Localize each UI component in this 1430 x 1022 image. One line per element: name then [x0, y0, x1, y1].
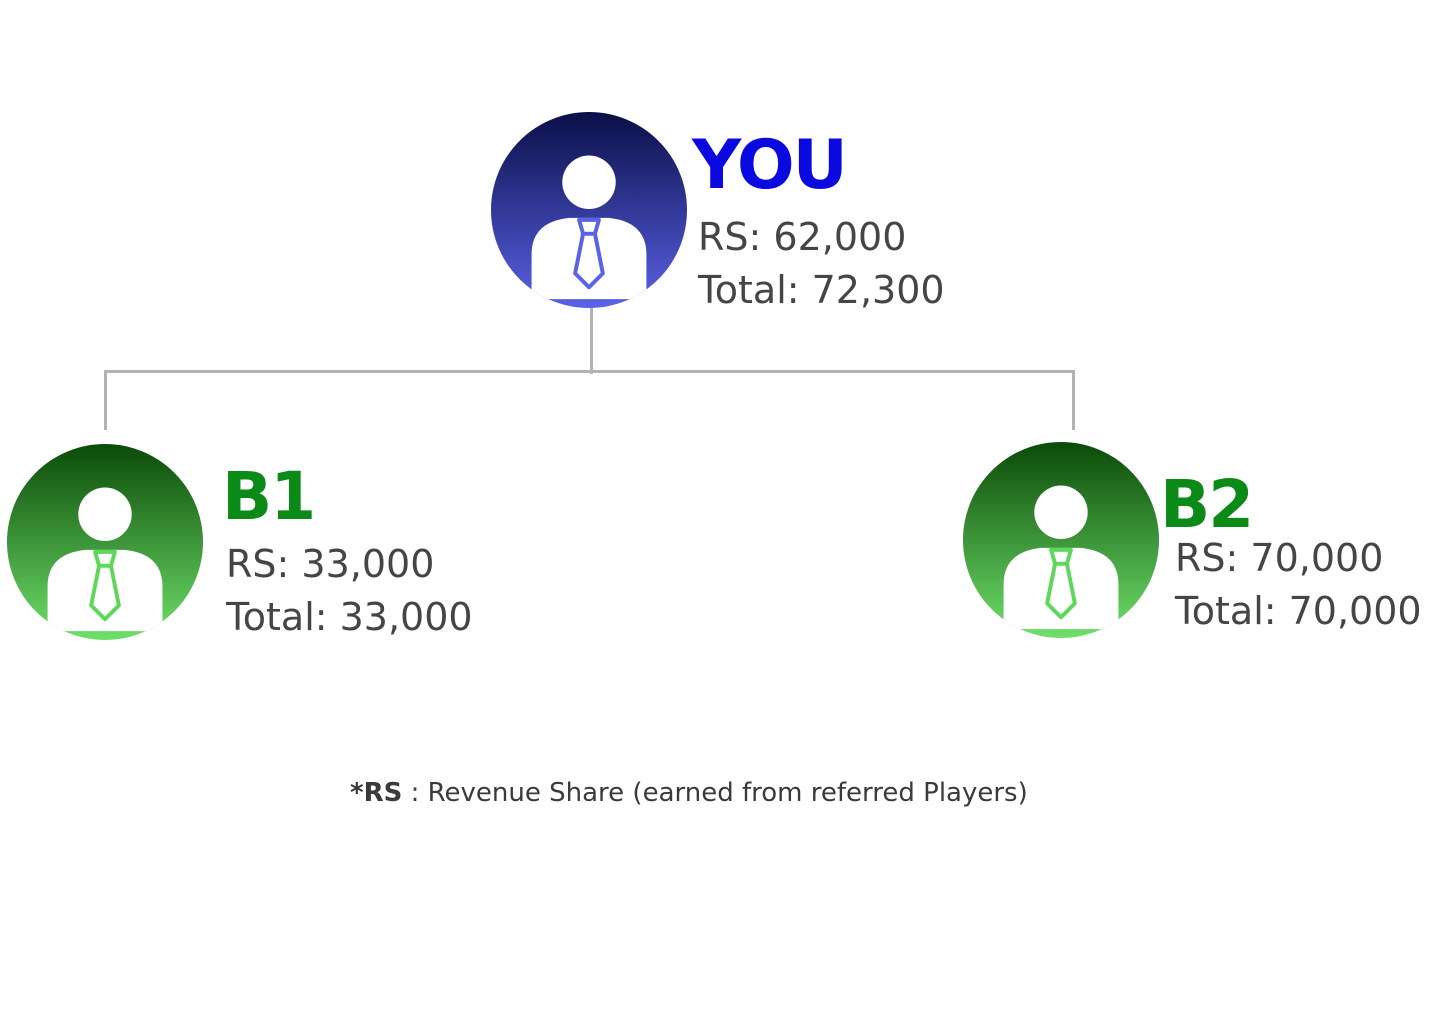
footnote-star: *: [350, 778, 364, 808]
connector-b2-stem: [1072, 370, 1075, 430]
node-you-rs: RS: 62,000: [698, 215, 907, 259]
node-b1-rs: RS: 33,000: [226, 542, 435, 586]
node-you-name: YOU: [692, 126, 848, 205]
person-with-tie-icon: [490, 111, 688, 309]
node-b1-total: Total: 33,000: [226, 595, 473, 639]
footnote: *RS : Revenue Share (earned from referre…: [350, 778, 1028, 808]
connector-b1-stem: [104, 370, 107, 430]
node-b1-name: B1: [222, 458, 316, 535]
person-with-tie-icon: [6, 443, 204, 641]
person-with-tie-icon: [962, 441, 1160, 639]
connector-you-stem: [590, 308, 593, 374]
node-b2-total: Total: 70,000: [1175, 589, 1422, 633]
connector-horizontal-bar: [104, 370, 1075, 373]
node-you-total: Total: 72,300: [698, 268, 945, 312]
footnote-abbr: RS: [363, 778, 403, 808]
node-b2-name: B2: [1160, 466, 1254, 543]
footnote-text: : Revenue Share (earned from referred Pl…: [402, 778, 1028, 808]
node-b2-rs: RS: 70,000: [1175, 536, 1384, 580]
